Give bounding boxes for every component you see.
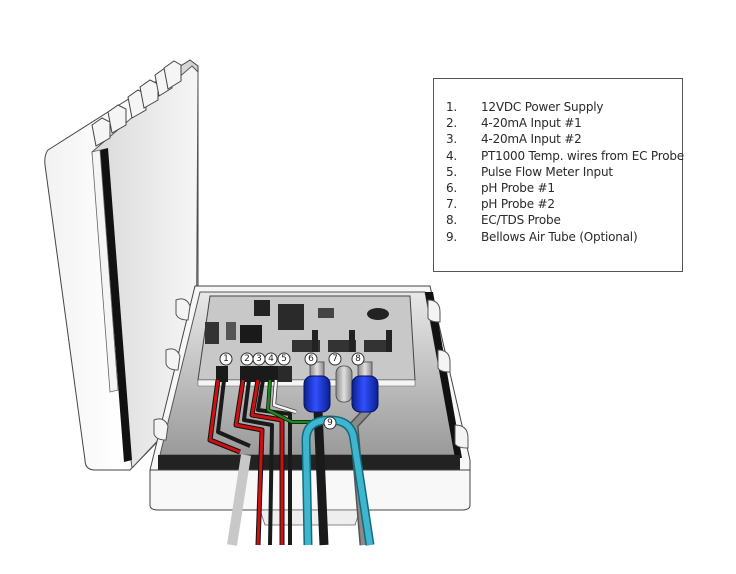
legend-number: 2.: [446, 116, 458, 131]
legend-label: pH Probe #1: [481, 181, 555, 196]
callout-1: 1: [219, 352, 233, 366]
legend-item: 9. Bellows Air Tube (Optional): [446, 229, 684, 245]
callout-4: 4: [264, 352, 278, 366]
callout-9: 9: [323, 416, 337, 430]
legend-label: 4-20mA Input #2: [481, 132, 582, 147]
legend-number: 1.: [446, 100, 458, 114]
ph1-cable: [313, 409, 329, 546]
svg-text:6: 6: [308, 354, 314, 364]
legend-label: Pulse Flow Meter Input: [481, 164, 613, 179]
base-mounting-tabs: [153, 298, 469, 449]
legend-label: Bellows Air Tube (Optional): [481, 229, 638, 244]
battery: [367, 308, 389, 320]
svg-text:1: 1: [223, 354, 229, 364]
legend-item: 5. Pulse Flow Meter Input: [446, 164, 684, 180]
callout-2: 2: [240, 352, 254, 366]
callouts: 1 2 3 4 5 6 7 8 9: [219, 352, 365, 430]
svg-text:5: 5: [281, 354, 287, 364]
callout-7: 7: [328, 352, 342, 366]
legend-item: 3. 4-20mA Input #2: [446, 131, 684, 147]
legend-label: PT1000 Temp. wires from EC Probe: [481, 148, 684, 163]
wires: [207, 379, 375, 546]
ic-3: [364, 340, 392, 352]
legend-item: 1. 12VDC Power Supply: [446, 99, 684, 115]
legend-box: 1. 12VDC Power Supply 2. 4-20mA Input #1 3…: [433, 78, 684, 272]
legend-label: 12VDC Power Supply: [481, 100, 604, 114]
legend-number: 7.: [446, 197, 458, 212]
input1-wire-black: [242, 379, 274, 546]
power-wire-black: [216, 379, 251, 448]
legend-label: 4-20mA Input #1: [481, 116, 582, 131]
terminal-blocks: [216, 366, 292, 382]
svg-text:7: 7: [332, 354, 338, 364]
dip-switch: [226, 322, 236, 340]
legend-number: 4.: [446, 148, 458, 163]
svg-text:9: 9: [327, 418, 333, 428]
legend-item: 4. PT1000 Temp. wires from EC Probe: [446, 148, 684, 164]
callout-5: 5: [277, 352, 291, 366]
legend-number: 3.: [446, 132, 458, 147]
ph-probe-2-connector: [335, 365, 353, 403]
legend-item: 6. pH Probe #1: [446, 180, 684, 196]
chip: [254, 300, 270, 316]
legend-number: 6.: [446, 181, 458, 196]
legend-list: 1. 12VDC Power Supply 2. 4-20mA Input #1 3…: [446, 99, 684, 245]
ec-probe-connector: [351, 375, 379, 413]
legend-item: 8. EC/TDS Probe: [446, 212, 684, 228]
ph-probe-1-connector: [303, 375, 331, 413]
lid-hinges: [91, 60, 182, 147]
regulator: [205, 322, 219, 344]
pcb-board: [197, 295, 416, 387]
callout-3: 3: [252, 352, 266, 366]
power-cable: [227, 454, 251, 546]
svg-text:4: 4: [268, 354, 274, 364]
callout-6: 6: [304, 352, 318, 366]
svg-text:8: 8: [355, 354, 361, 364]
wifi-module: [278, 304, 304, 330]
legend-item: 7. pH Probe #2: [446, 196, 684, 212]
callout-8: 8: [351, 352, 365, 366]
svg-text:2: 2: [244, 354, 250, 364]
probe-connectors: [303, 361, 379, 413]
svg-text:3: 3: [256, 354, 262, 364]
legend-number: 8.: [446, 213, 458, 228]
legend-label: pH Probe #2: [481, 197, 555, 212]
legend-label: EC/TDS Probe: [481, 213, 561, 228]
relay: [240, 325, 262, 343]
legend-number: 9.: [446, 229, 458, 244]
legend-number: 5.: [446, 164, 458, 179]
legend-item: 2. 4-20mA Input #1: [446, 115, 684, 131]
